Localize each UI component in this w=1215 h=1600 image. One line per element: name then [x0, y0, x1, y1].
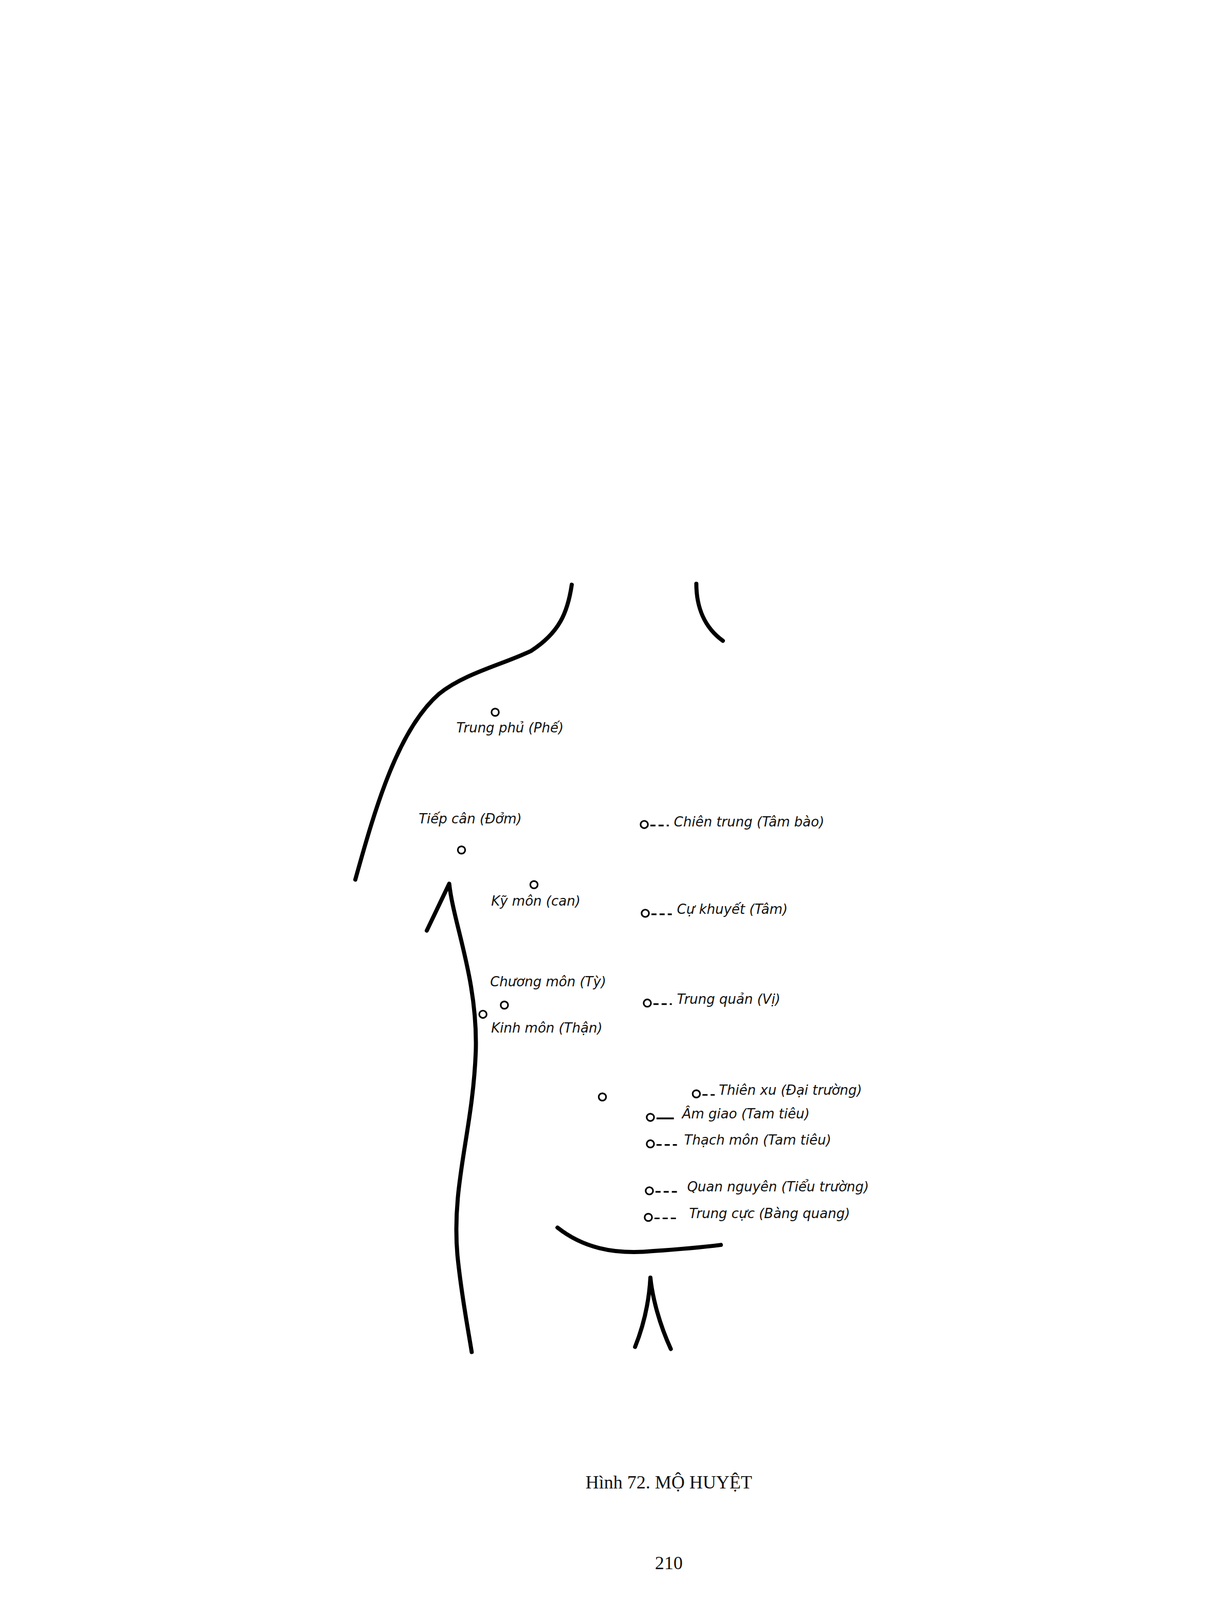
leg-outline	[635, 1278, 672, 1350]
point-label: Cự khuyết (Tâm)	[677, 902, 788, 918]
point-label: Kinh môn (Thận)	[491, 1021, 603, 1037]
acupoint	[641, 910, 649, 918]
shoulder-outline	[355, 585, 572, 881]
groin-outline	[557, 1227, 721, 1253]
acupoint	[500, 1001, 509, 1009]
acupoint	[692, 1090, 700, 1098]
point-label: Chiên trung (Tâm bào)	[674, 814, 825, 830]
leader-line	[702, 1094, 715, 1097]
point-label: Trung phủ (Phế)	[456, 720, 564, 736]
acupoint	[643, 999, 651, 1007]
point-label: Kỹ môn (can)	[491, 894, 581, 910]
acupoint	[646, 1114, 655, 1122]
point-label: Thiên xu (Đại trường)	[718, 1083, 863, 1099]
point-label: Tiếp cân (Đởm)	[418, 811, 522, 827]
leader-line	[656, 1144, 678, 1147]
point-label: Trung cực (Bàng quang)	[688, 1206, 850, 1222]
acupoint	[598, 1093, 606, 1101]
figure-caption: Hình 72. MỘ HUYỆT	[585, 1473, 753, 1494]
leader-line	[651, 913, 673, 916]
acupoint	[644, 1213, 652, 1222]
neck-outline	[696, 584, 723, 642]
acupoint	[479, 1010, 487, 1019]
leader-line	[656, 1117, 675, 1120]
point-label: Thạch môn (Tam tiêu)	[683, 1133, 831, 1149]
acupoint	[530, 881, 538, 889]
point-label: Chương môn (Tỳ)	[490, 974, 607, 990]
leader-line	[655, 1191, 678, 1193]
point-label: Quan nguyên (Tiểu trường)	[686, 1180, 869, 1195]
acupoint	[457, 846, 465, 855]
point-label: Trung quản (Vị)	[677, 992, 781, 1008]
leader-line	[653, 1003, 673, 1006]
acupoint	[646, 1140, 655, 1148]
acupoint	[491, 709, 499, 717]
leader-line	[654, 1218, 680, 1220]
acupoint	[640, 821, 648, 829]
flank-outline	[426, 883, 477, 1353]
acupoint	[645, 1187, 654, 1195]
point-label: Âm giao (Tam tiêu)	[681, 1107, 810, 1122]
leader-line	[650, 825, 669, 827]
page-number: 210	[655, 1553, 683, 1575]
